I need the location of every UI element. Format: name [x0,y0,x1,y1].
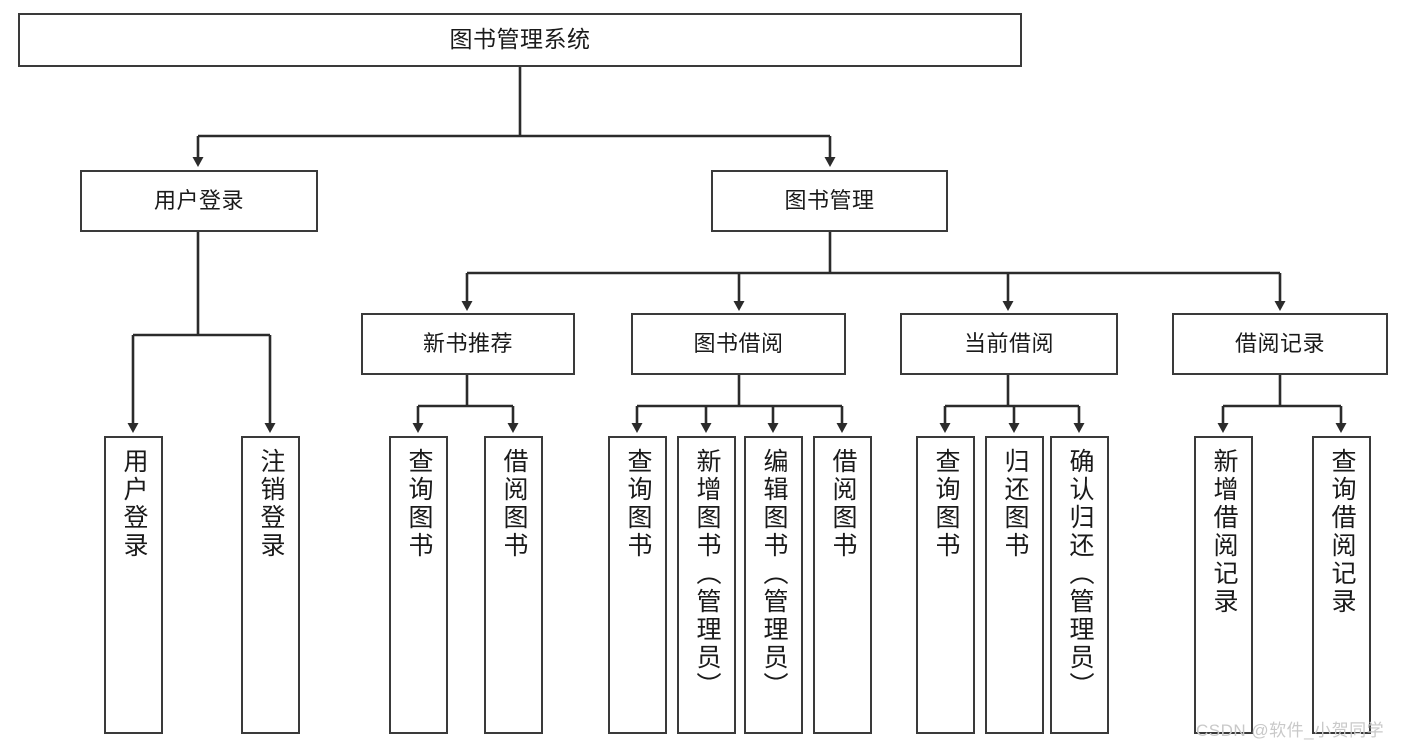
leaf-book-borrow-query[interactable]: 查询图书 [608,436,667,734]
node-label: 归还图书 [1001,448,1029,560]
node-label: 注销登录 [257,448,285,560]
node-label: 图书管理 [784,188,875,214]
node-label: 用户登录 [153,188,244,214]
leaf-borrow-record-query[interactable]: 查询借阅记录 [1312,436,1371,734]
leaf-user-login-signin[interactable]: 用户登录 [104,436,163,734]
node-label: 编辑图书（管理员） [760,448,788,700]
node-book-borrow[interactable]: 图书借阅 [631,313,846,375]
node-label: 确认归还（管理员） [1066,448,1094,700]
node-label: 当前借阅 [963,331,1054,357]
leaf-current-borrow-return[interactable]: 归还图书 [985,436,1044,734]
node-new-book-recommend[interactable]: 新书推荐 [361,313,575,375]
leaf-book-borrow-add[interactable]: 新增图书（管理员） [677,436,736,734]
node-root-system[interactable]: 图书管理系统 [18,13,1022,67]
node-label: 图书借阅 [693,331,784,357]
node-label: 借阅记录 [1234,331,1325,357]
node-label: 借阅图书 [500,448,528,560]
node-label: 查询借阅记录 [1328,448,1356,616]
node-label: 查询图书 [932,448,960,560]
leaf-book-borrow-edit[interactable]: 编辑图书（管理员） [744,436,803,734]
leaf-new-book-borrow[interactable]: 借阅图书 [484,436,543,734]
node-label: 图书管理系统 [449,26,591,53]
node-label: 借阅图书 [829,448,857,560]
node-current-borrow[interactable]: 当前借阅 [900,313,1118,375]
leaf-current-borrow-query[interactable]: 查询图书 [916,436,975,734]
node-label: 新书推荐 [422,331,513,357]
leaf-book-borrow-borrow[interactable]: 借阅图书 [813,436,872,734]
csdn-watermark: CSDN @软件_小贺同学 [1196,721,1385,740]
node-book-management[interactable]: 图书管理 [711,170,948,232]
node-label: 查询图书 [405,448,433,560]
node-label: 新增借阅记录 [1210,448,1238,616]
node-label: 用户登录 [120,448,148,560]
node-label: 新增图书（管理员） [693,448,721,700]
node-user-login[interactable]: 用户登录 [80,170,318,232]
leaf-new-book-query[interactable]: 查询图书 [389,436,448,734]
node-borrow-record[interactable]: 借阅记录 [1172,313,1388,375]
leaf-current-borrow-confirm[interactable]: 确认归还（管理员） [1050,436,1109,734]
node-label: 查询图书 [624,448,652,560]
leaf-borrow-record-add[interactable]: 新增借阅记录 [1194,436,1253,734]
leaf-user-login-signout[interactable]: 注销登录 [241,436,300,734]
